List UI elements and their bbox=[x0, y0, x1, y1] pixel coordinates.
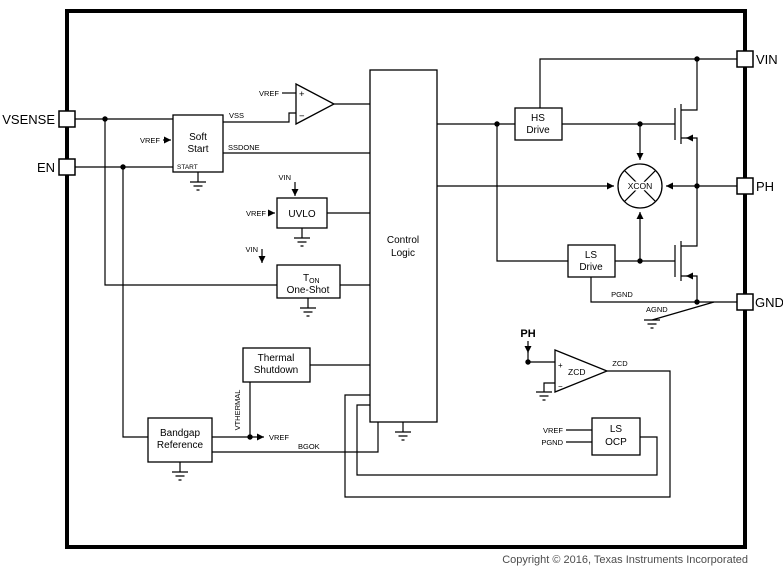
block-bandgap-reference: Bandgap Reference bbox=[147, 417, 213, 463]
zcd-comparator: + − ZCD bbox=[554, 349, 609, 393]
vin-uvlo-label: VIN bbox=[278, 173, 291, 182]
wire-vsense-branch-ton bbox=[104, 119, 277, 286]
vref-softstart-label: VREF bbox=[140, 136, 160, 145]
xcon-cross-icon bbox=[623, 169, 657, 203]
zcd-block-label: ZCD bbox=[568, 367, 585, 377]
hs-drive-label2: Drive bbox=[526, 125, 550, 136]
vref-uvlo-label: VREF bbox=[246, 209, 266, 218]
comparator-minus-sign: − bbox=[299, 111, 305, 122]
wire-en-branch-bandgap bbox=[122, 167, 148, 438]
pin-gnd-label: GND bbox=[755, 295, 783, 310]
zcd-minus-sign: − bbox=[558, 382, 563, 391]
pin-vin-label: VIN bbox=[756, 52, 778, 67]
agnd-label: AGND bbox=[646, 305, 668, 314]
signal-wires bbox=[75, 58, 737, 498]
xcon-label: XCON bbox=[628, 181, 653, 191]
hs-mosfet-icon bbox=[674, 104, 682, 144]
ton-label-t: T bbox=[303, 273, 309, 284]
pgnd-ocp-label: PGND bbox=[541, 438, 563, 447]
wire-bgok bbox=[212, 422, 379, 453]
wire-vss bbox=[223, 112, 296, 123]
block-control-logic: Control Logic bbox=[369, 69, 438, 423]
block-ls-drive: LS Drive bbox=[567, 244, 616, 278]
wire-zcd-feedback-loop bbox=[344, 370, 671, 498]
ton-label2: One-Shot bbox=[287, 285, 330, 296]
start-input-label: START bbox=[177, 164, 198, 171]
ph-tap-label: PH bbox=[520, 328, 535, 340]
svg-text:TON: TON bbox=[303, 273, 320, 285]
wire-pgnd bbox=[590, 277, 737, 303]
bgok-label: BGOK bbox=[298, 442, 320, 451]
block-hs-drive: HS Drive bbox=[514, 107, 563, 141]
vref-bandgap-label: VREF bbox=[269, 433, 289, 442]
zcd-output-label: ZCD bbox=[612, 359, 628, 368]
ton-label-sub: ON bbox=[309, 278, 320, 285]
wire-ocp-feedback-loop bbox=[356, 404, 658, 476]
ground-icon bbox=[395, 422, 411, 441]
control-logic-label1: Control bbox=[387, 235, 419, 246]
uvlo-label: UVLO bbox=[288, 209, 315, 220]
ls-drive-label2: Drive bbox=[579, 262, 603, 273]
block-thermal-shutdown: Thermal Shutdown bbox=[242, 347, 311, 383]
agnd-ground-icon bbox=[644, 301, 715, 329]
pin-vsense bbox=[58, 110, 76, 128]
ground-icon bbox=[536, 391, 552, 401]
vref-ocp-label: VREF bbox=[543, 426, 563, 435]
vin-ton-label: VIN bbox=[245, 245, 258, 254]
ls-ocp-label1: LS bbox=[610, 424, 623, 435]
signal-labels: VREF VSS SSDONE VREF VIN VREF VIN VTHERM… bbox=[140, 89, 668, 451]
wire-hsfet-drain bbox=[681, 59, 698, 111]
thermal-label2: Shutdown bbox=[254, 365, 298, 376]
ground-symbols bbox=[172, 172, 715, 481]
bandgap-label2: Reference bbox=[157, 440, 204, 451]
copyright-notice: Copyright © 2016, Texas Instruments Inco… bbox=[502, 554, 748, 566]
ground-icon bbox=[172, 462, 188, 481]
ground-icon bbox=[294, 228, 310, 247]
pin-gnd bbox=[736, 293, 754, 311]
high-side-mosfet bbox=[674, 104, 693, 144]
vss-label: VSS bbox=[229, 111, 244, 120]
pins: VSENSE EN VIN PH GND bbox=[2, 50, 783, 311]
ls-mosfet-icon bbox=[674, 241, 682, 281]
ground-icon bbox=[190, 172, 206, 191]
pgnd-label: PGND bbox=[611, 290, 633, 299]
zcd-plus-sign: + bbox=[558, 361, 563, 370]
ls-ocp-label2: OCP bbox=[605, 437, 627, 448]
control-logic-label2: Logic bbox=[391, 248, 415, 259]
block-soft-start: Soft Start START bbox=[172, 114, 224, 173]
ground-icon bbox=[300, 298, 316, 317]
soft-start-label2: Start bbox=[187, 144, 208, 155]
pin-vsense-label: VSENSE bbox=[2, 112, 55, 127]
wire-vin-rail bbox=[539, 58, 737, 108]
ls-drive-label1: LS bbox=[585, 250, 598, 261]
vref-comparator-label: VREF bbox=[259, 89, 279, 98]
pin-ph bbox=[736, 177, 754, 195]
block-ton-one-shot: TON One-Shot bbox=[276, 264, 341, 299]
wire-lsfet-drain bbox=[681, 186, 698, 247]
soft-start-label1: Soft bbox=[189, 132, 207, 143]
wire-hsfet-source bbox=[681, 137, 698, 186]
chip-boundary bbox=[65, 9, 747, 549]
wire-branch-to-lsdrive bbox=[496, 124, 568, 262]
ssdone-label: SSDONE bbox=[228, 143, 260, 152]
error-comparator: + − bbox=[295, 82, 336, 126]
pin-vin bbox=[736, 50, 754, 68]
wire-lsfet-source bbox=[681, 275, 698, 302]
vthermal-label: VTHERMAL bbox=[233, 390, 242, 431]
wire-zcd-minus-gnd bbox=[543, 382, 555, 392]
hs-drive-label1: HS bbox=[531, 113, 545, 124]
comparator-plus-sign: + bbox=[299, 89, 305, 100]
block-uvlo: UVLO bbox=[276, 197, 328, 229]
block-ls-ocp: LS OCP bbox=[591, 417, 641, 456]
pin-en-label: EN bbox=[37, 160, 55, 175]
low-side-mosfet bbox=[674, 241, 693, 281]
pin-ph-label: PH bbox=[756, 179, 774, 194]
pin-en bbox=[58, 158, 76, 176]
wire-ph-tap bbox=[527, 352, 555, 363]
junction-dots bbox=[102, 56, 700, 440]
xcon-block: XCON bbox=[617, 163, 663, 209]
thermal-label1: Thermal bbox=[258, 353, 295, 364]
bandgap-label1: Bandgap bbox=[160, 428, 200, 439]
